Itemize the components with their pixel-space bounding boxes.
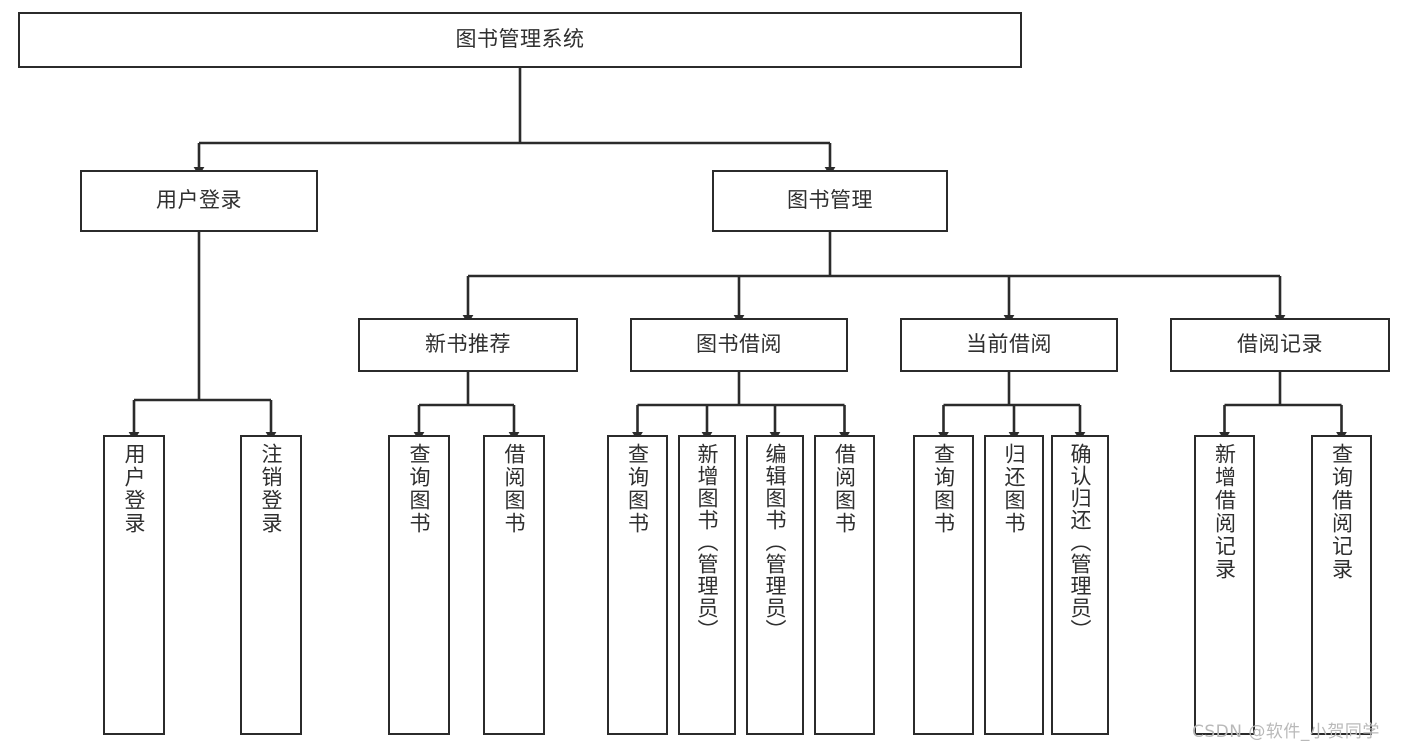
node-label: 确认归还（管理员） [1068,443,1093,641]
node-leaf-query-book-3: 查询图书 [913,435,974,735]
node-label: 查询借阅记录 [1329,443,1354,581]
node-label: 图书管理 [787,188,873,213]
node-label: 借阅记录 [1237,332,1323,357]
node-label: 借阅图书 [832,443,857,535]
node-label: 查询图书 [931,443,956,535]
node-label: 查询图书 [407,443,432,535]
node-leaf-borrow-book-2: 借阅图书 [814,435,875,735]
node-leaf-query-book-2: 查询图书 [607,435,668,735]
node-label: 编辑图书（管理员） [763,443,788,641]
node-leaf-query-record: 查询借阅记录 [1311,435,1372,735]
node-leaf-borrow-book-1: 借阅图书 [483,435,545,735]
node-leaf-query-book-1: 查询图书 [388,435,450,735]
node-label: 查询图书 [625,443,650,535]
node-label: 当前借阅 [966,332,1052,357]
node-label: 新增图书（管理员） [695,443,720,641]
node-new-book-recommend: 新书推荐 [358,318,578,372]
node-user-login: 用户登录 [80,170,318,232]
node-leaf-edit-book: 编辑图书（管理员） [746,435,804,735]
node-label: 用户登录 [156,188,242,213]
node-label: 用户登录 [122,443,147,535]
node-label: 图书管理系统 [455,27,585,52]
node-root: 图书管理系统 [18,12,1022,68]
node-label: 归还图书 [1002,443,1027,535]
csdn-watermark: CSDN @软件_小贺同学 [1192,722,1380,742]
node-book-manage: 图书管理 [712,170,948,232]
node-leaf-confirm-return: 确认归还（管理员） [1051,435,1109,735]
node-leaf-user-login: 用户登录 [103,435,165,735]
node-leaf-add-book: 新增图书（管理员） [678,435,736,735]
node-leaf-return-book: 归还图书 [984,435,1044,735]
node-label: 新书推荐 [425,332,511,357]
node-current-borrow: 当前借阅 [900,318,1118,372]
node-leaf-logout: 注销登录 [240,435,302,735]
node-label: 图书借阅 [696,332,782,357]
node-borrow-record: 借阅记录 [1170,318,1390,372]
node-book-borrow: 图书借阅 [630,318,848,372]
node-label: 新增借阅记录 [1212,443,1237,581]
node-leaf-add-record: 新增借阅记录 [1194,435,1255,735]
node-label: 借阅图书 [502,443,527,535]
node-label: 注销登录 [259,443,284,535]
